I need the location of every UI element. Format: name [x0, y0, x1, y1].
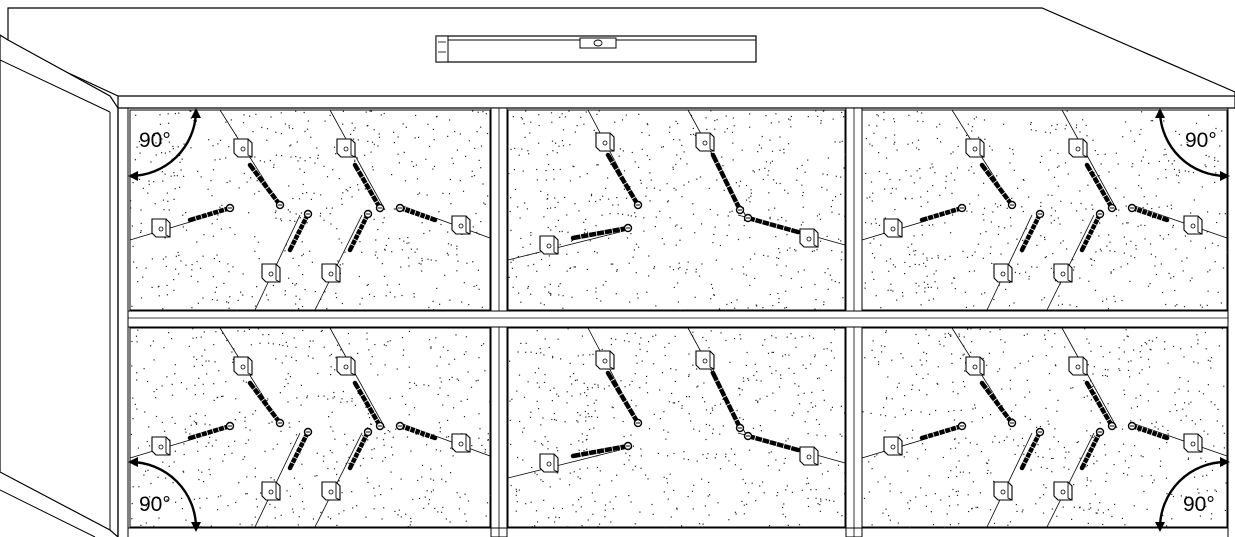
screw	[187, 421, 235, 441]
mounting-bracket	[539, 453, 559, 473]
shelf-panel	[861, 109, 1228, 311]
mounting-bracket	[451, 215, 471, 235]
mounting-bracket	[993, 481, 1013, 501]
screw	[352, 380, 385, 431]
right-angle-marker-top-right: 90°	[1155, 108, 1230, 181]
mounting-bracket	[336, 356, 356, 376]
screw	[570, 223, 633, 241]
shelf-panels	[129, 109, 1228, 529]
mounting-bracket	[151, 436, 171, 456]
mounting-bracket	[1053, 481, 1073, 501]
mounting-bracket	[799, 446, 819, 466]
screw	[979, 380, 1017, 428]
screw	[287, 427, 313, 471]
screw	[1084, 380, 1117, 431]
shelf-panel	[507, 109, 846, 312]
screw	[605, 370, 643, 428]
particle-texture	[509, 328, 847, 528]
side-panel	[0, 34, 119, 537]
mounting-bracket	[883, 436, 903, 456]
angle-label: 90°	[1185, 129, 1217, 152]
screw	[743, 213, 801, 235]
screw	[352, 162, 385, 213]
screw	[347, 209, 373, 253]
mounting-bracket	[261, 263, 281, 283]
angle-label: 90°	[1183, 493, 1215, 516]
mounting-bracket	[321, 263, 341, 283]
mounting-bracket	[695, 350, 715, 370]
screw	[1127, 421, 1170, 441]
mounting-bracket	[233, 356, 253, 376]
screw	[187, 203, 235, 223]
screw	[710, 152, 745, 215]
mounting-bracket	[336, 138, 356, 158]
screw	[605, 152, 643, 210]
mounting-bracket	[539, 235, 559, 255]
screw	[979, 162, 1017, 210]
mounting-bracket	[965, 356, 985, 376]
right-angle-marker-top-left: 90°	[128, 108, 201, 181]
mounting-bracket	[1183, 215, 1203, 235]
screw	[287, 209, 313, 253]
right-angle-marker-bottom-right: 90°	[1155, 457, 1230, 532]
mounting-bracket	[595, 132, 615, 152]
shelf-panel	[507, 327, 847, 528]
shelf-panel	[861, 327, 1228, 529]
mounting-bracket	[1183, 433, 1203, 453]
screw	[1019, 427, 1045, 471]
mounting-bracket	[451, 433, 471, 453]
mounting-bracket	[799, 228, 819, 248]
screw	[1079, 427, 1105, 471]
mounting-bracket	[1068, 356, 1088, 376]
screw	[743, 431, 801, 453]
screw	[247, 162, 285, 210]
right-angle-marker-bottom-left: 90°	[128, 457, 201, 532]
screw	[395, 203, 438, 223]
mounting-bracket	[321, 481, 341, 501]
mounting-bracket	[595, 350, 615, 370]
screw	[919, 203, 967, 223]
shelf-panel	[129, 109, 491, 311]
angle-label: 90°	[139, 129, 171, 152]
screw	[710, 370, 745, 433]
screw	[1127, 203, 1170, 223]
particle-texture	[508, 110, 846, 312]
screw	[919, 421, 967, 441]
mounting-bracket	[1068, 138, 1088, 158]
screw	[247, 380, 285, 428]
mounting-bracket	[883, 218, 903, 238]
spirit-level	[435, 35, 757, 63]
mounting-bracket	[993, 263, 1013, 283]
screw	[1084, 162, 1117, 213]
screw	[570, 441, 633, 459]
cabinet-body	[0, 7, 1235, 537]
shelf-panel	[129, 327, 491, 528]
screw	[1019, 209, 1045, 253]
angle-label: 90°	[139, 493, 171, 516]
mounting-bracket	[151, 218, 171, 238]
mounting-bracket	[965, 138, 985, 158]
screw	[1079, 209, 1105, 253]
screw	[395, 421, 438, 441]
mounting-bracket	[261, 481, 281, 501]
mounting-bracket	[1053, 263, 1073, 283]
mounting-bracket	[233, 138, 253, 158]
screw	[347, 427, 373, 471]
mounting-bracket	[695, 132, 715, 152]
